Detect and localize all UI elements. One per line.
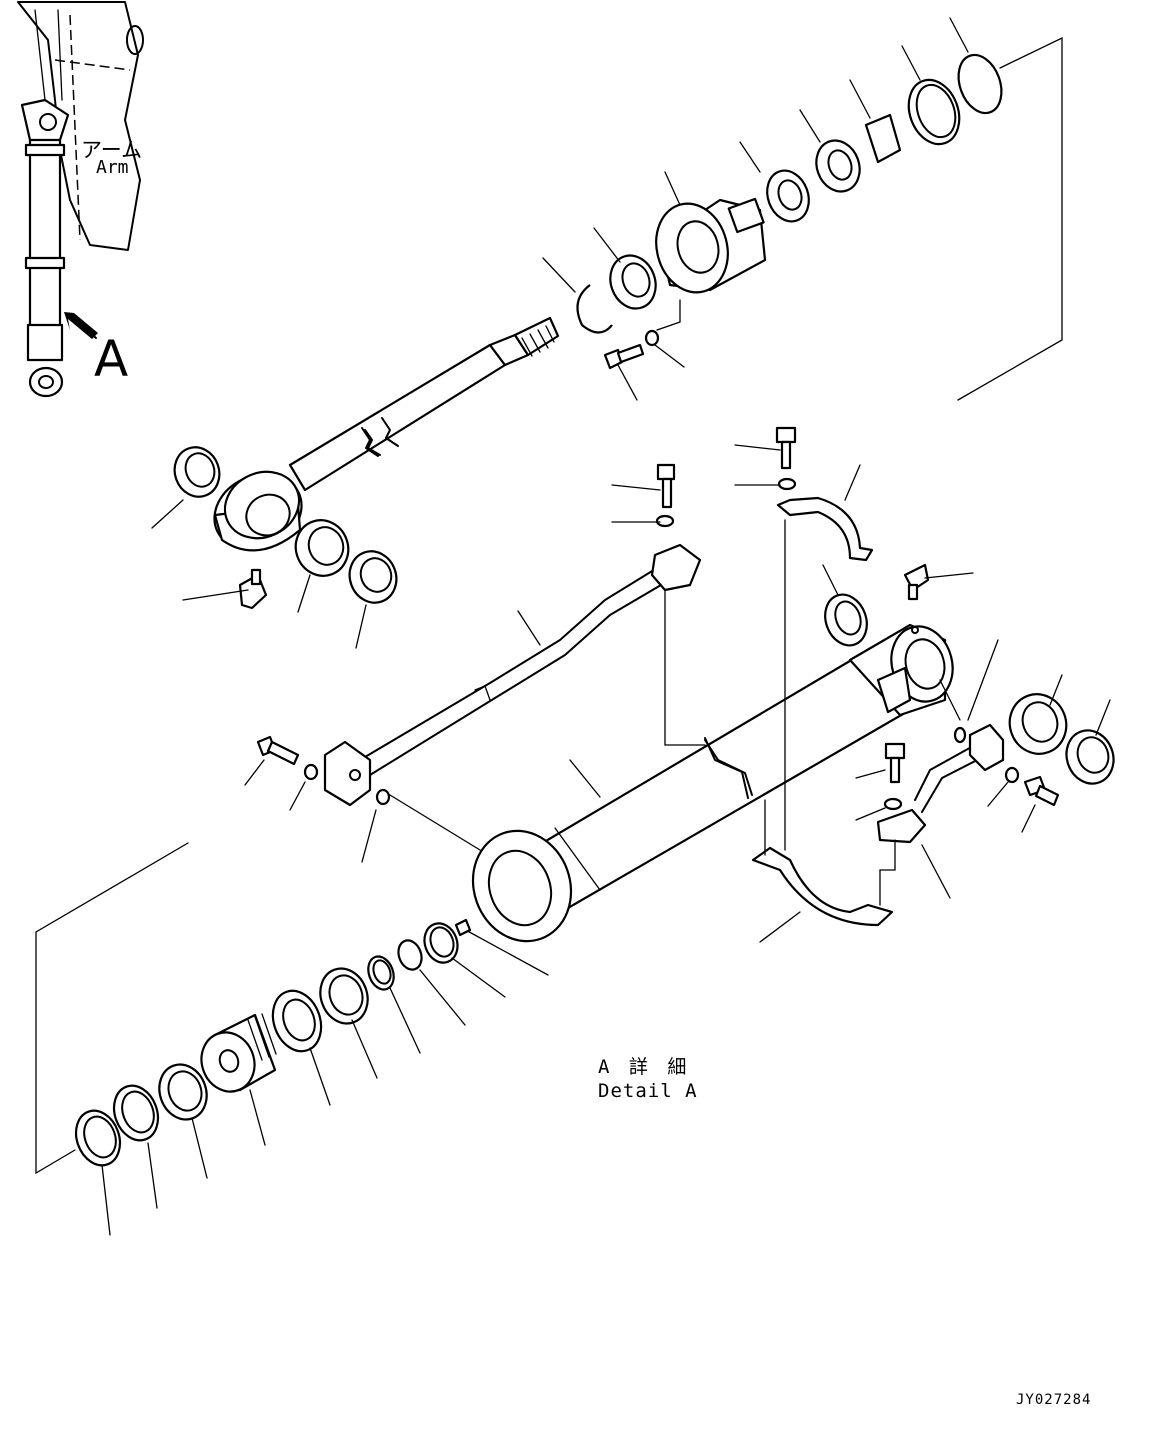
- piston-rod: [213, 316, 560, 552]
- rod-bushings: [173, 446, 398, 610]
- fasteners: [256, 426, 1060, 976]
- clamps: [751, 496, 894, 927]
- inset-overview: [17, 1, 144, 398]
- drawing-code: JY027284: [1016, 1392, 1092, 1408]
- detail-title-en: Detail A: [598, 1080, 698, 1102]
- tube-bushings: [824, 563, 1115, 785]
- leader-lines: [35, 36, 1111, 1236]
- detail-title-jp: A 詳 細: [598, 1056, 691, 1078]
- cylinder-head-parts: [542, 17, 1003, 401]
- cylinder-tube: [471, 623, 954, 943]
- piston-parts: [74, 922, 459, 1167]
- arm-label-en: Arm: [96, 157, 129, 178]
- hydraulic-pipe: [323, 543, 1005, 844]
- view-letter: A: [94, 330, 129, 388]
- arm-label-jp: アーム: [81, 138, 143, 162]
